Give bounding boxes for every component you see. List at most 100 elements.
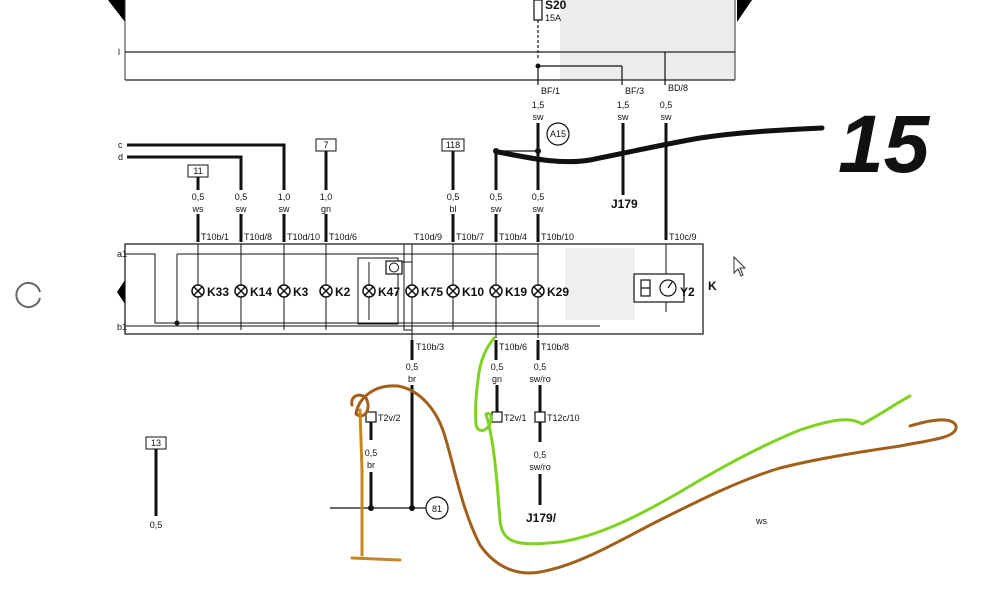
label-b1: b1	[117, 322, 127, 332]
junction-main	[535, 148, 541, 154]
top-wire-gauge-1: 1,5	[532, 100, 545, 110]
lamp-k3-label: K3	[293, 285, 309, 299]
wire-color-7: sw	[491, 204, 503, 214]
top-wire-color-1: sw	[533, 112, 545, 122]
lower-color-3: sw/ro	[529, 462, 551, 472]
fuse-rating: 15A	[545, 13, 561, 23]
conn-t10b-6: T10b/6	[499, 342, 527, 352]
instrument-cluster-box	[124, 243, 704, 335]
bus-d	[127, 155, 243, 190]
bottom-gauge-2: 0,5	[491, 362, 504, 372]
conn-t2v-2: T2v/2	[378, 413, 401, 423]
label-d: d	[118, 152, 123, 162]
lamp-column-k2: K2	[319, 244, 351, 330]
wire-color-8: sw	[533, 204, 545, 214]
wire-color-4: gn	[321, 204, 331, 214]
scan-shade-cluster	[565, 248, 635, 320]
binding-hole	[15, 282, 41, 308]
component-j179-top: J179	[611, 197, 638, 211]
wire-gauge-2: 0,5	[235, 192, 248, 202]
conn-t10b-7: T10b/7	[456, 232, 484, 242]
bottom-gauge-3: 0,5	[534, 362, 547, 372]
conn-bf3: BF/3	[625, 86, 644, 96]
conn-t10b-8: T10b/8	[541, 342, 569, 352]
bottom-color-2: gn	[492, 374, 502, 384]
conn-t10b-1: T10b/1	[201, 232, 229, 242]
bus-c	[127, 143, 286, 190]
annotation-black-line	[495, 125, 825, 165]
conn-bf1: BF/1	[541, 86, 560, 96]
lamp-k33-label: K33	[207, 285, 229, 299]
wire-gauge-1: 0,5	[192, 192, 205, 202]
component-j179-bottom: J179/	[526, 511, 557, 525]
lamp-column-k14: K14	[234, 244, 272, 330]
top-wire-color-2: sw	[618, 112, 630, 122]
lower-gauge-1: 0,5	[365, 448, 378, 458]
page-corner-left	[108, 0, 125, 22]
wire-color-1: ws	[192, 204, 204, 214]
lamp-k14-label: K14	[250, 285, 272, 299]
lamp-column-k75: K75	[405, 262, 443, 330]
conn-t2v-1: T2v/1	[504, 413, 527, 423]
lamp-column-k33: K33	[191, 244, 229, 330]
bottom-color-3: sw/ro	[529, 374, 551, 384]
wire-gauge-3: 1,0	[278, 192, 291, 202]
conn-t10d-9: T10d/9	[414, 232, 442, 242]
conn-t10d-10: T10d/10	[287, 232, 320, 242]
bottom-color-1: br	[408, 374, 416, 384]
ref-a15: A15	[550, 129, 566, 139]
annotation-brown-line	[350, 384, 958, 575]
wire-color-2: sw	[236, 204, 248, 214]
plug-t2v2: T2v/2	[365, 411, 401, 423]
junction-ground-1	[368, 505, 374, 511]
plug-t2v1: T2v/1	[491, 411, 527, 423]
conn-t10d-8: T10d/8	[244, 232, 272, 242]
conn-t12c-10: T12c/10	[547, 413, 580, 423]
annotation-number-15: 15	[838, 99, 931, 190]
label-l: l	[118, 47, 120, 57]
wire-gauge-6: 0,5	[447, 192, 460, 202]
scan-shade-top	[560, 0, 735, 80]
bus-a1	[125, 253, 177, 324]
lamp-column-k10: K10	[446, 244, 484, 330]
mouse-cursor-icon	[733, 255, 747, 277]
wire-color-6: bl	[449, 204, 456, 214]
ref-81: 81	[432, 504, 442, 514]
lamp-k75-label: K75	[421, 285, 443, 299]
ref-81-circle	[425, 496, 449, 520]
wire-gauge-7: 0,5	[490, 192, 503, 202]
conn-t10d-6: T10d/6	[329, 232, 357, 242]
ref-7: 7	[323, 140, 328, 150]
lamp-k47-label: K47	[378, 285, 400, 299]
conn-t10b-3: T10b/3	[416, 342, 444, 352]
cluster-label: K	[708, 279, 717, 293]
page-corner-right	[737, 0, 752, 22]
ref-a15-circle	[546, 122, 570, 146]
wire-13-gauge: 0,5	[150, 520, 163, 530]
wire-t10b3-route	[403, 244, 413, 340]
lamp-column-k19: K19	[489, 244, 527, 338]
ref-118: 118	[446, 140, 460, 150]
page-notch-left	[117, 280, 125, 304]
lamp-column-k3: K3	[277, 244, 309, 330]
wire-gauge-8: 0,5	[532, 192, 545, 202]
ref-13: 13	[151, 438, 161, 448]
fuse-symbol	[533, 0, 543, 21]
k47-subbox	[357, 257, 399, 325]
lamp-k10-label: K10	[462, 285, 484, 299]
annotation-green-line	[474, 336, 912, 546]
lamp-column-k29: K29	[531, 244, 569, 338]
lamp-k29-label: K29	[547, 285, 569, 299]
ref-11: 11	[193, 166, 202, 176]
wire-color-3: sw	[279, 204, 291, 214]
bottom-gauge-1: 0,5	[406, 362, 419, 372]
top-wire-color-3: sw	[661, 112, 673, 122]
lamp-column-k47: K47	[357, 244, 413, 325]
lower-gauge-3: 0,5	[534, 450, 547, 460]
annotation-brown-ground	[350, 408, 402, 562]
fuse-label: S20	[545, 0, 567, 12]
junction-ground-2	[409, 505, 415, 511]
abs-unit-icon	[385, 260, 403, 275]
